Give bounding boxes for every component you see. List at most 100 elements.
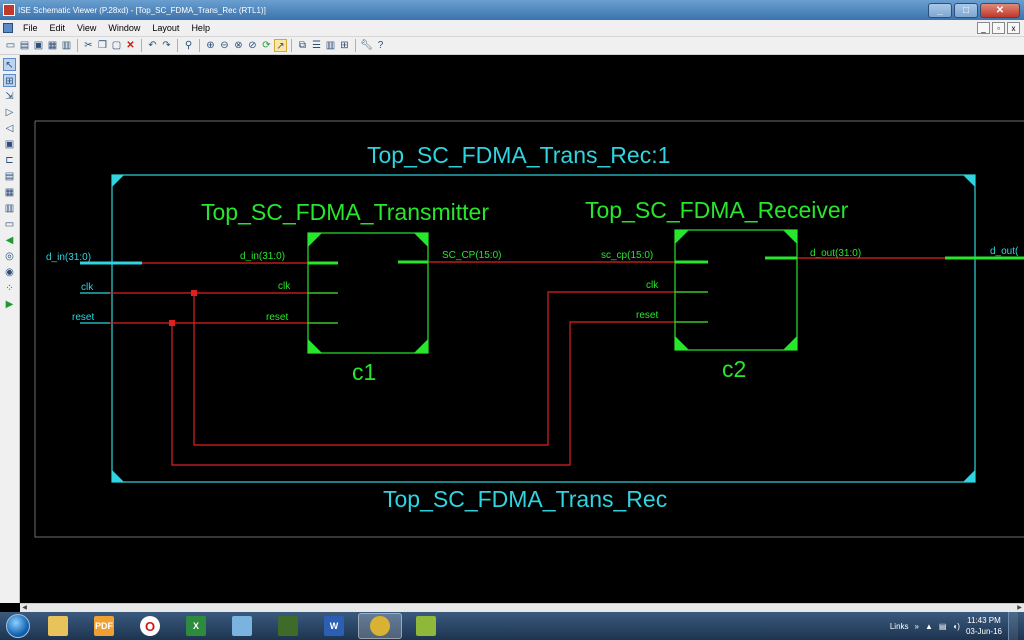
next-view-icon[interactable]: ◎	[5, 251, 14, 262]
save-icon[interactable]: ▣	[33, 40, 44, 51]
frame-corner	[963, 470, 975, 482]
doc-restore-button[interactable]: ▫	[992, 22, 1005, 34]
window-controls: _ □ ✕	[928, 2, 1020, 18]
select-arrow-icon[interactable]: ↖	[3, 58, 16, 71]
taskbar-app-pdf[interactable]: PDF	[82, 613, 126, 639]
clock[interactable]: 11:43 PM 03-Jun-16	[966, 615, 1002, 637]
doc-minimize-button[interactable]: _	[977, 22, 990, 34]
start-button[interactable]	[0, 612, 36, 640]
cut-icon[interactable]: ✂	[84, 40, 93, 51]
refresh-icon[interactable]: ⟳	[262, 40, 271, 51]
taskbar-app-media[interactable]	[358, 613, 402, 639]
close-button[interactable]: ✕	[980, 2, 1020, 18]
run-icon[interactable]: ▶	[5, 299, 14, 310]
transmitter-instance: c1	[352, 359, 376, 385]
tile-icon[interactable]: ⊞	[340, 40, 349, 51]
transmitter-block[interactable]	[307, 232, 429, 354]
receiver-block[interactable]	[674, 229, 798, 351]
schematic-drawing: Top_SC_FDMA_Trans_Rec:1 Top_SC_FDMA_Tran…	[34, 120, 1024, 538]
help-icon[interactable]: ?	[377, 40, 384, 51]
menu-view[interactable]: View	[77, 23, 97, 33]
zoom-box-icon[interactable]: ⊞	[3, 74, 16, 87]
add-net-icon[interactable]: ⊏	[5, 155, 14, 166]
menu-layout[interactable]: Layout	[152, 23, 180, 33]
zoom-full-icon[interactable]: ⊗	[234, 40, 243, 51]
print-icon[interactable]: ▥	[61, 40, 72, 51]
port-d-in-label[interactable]: d_in(31:0)	[46, 252, 91, 263]
volume-icon[interactable]: ◖)	[952, 621, 960, 631]
minimize-button[interactable]: _	[928, 2, 952, 18]
taskbar-app-ise[interactable]	[266, 613, 310, 639]
port-clk-label[interactable]: clk	[81, 282, 94, 293]
taskbar-app-word[interactable]: W	[312, 613, 356, 639]
menu-edit[interactable]: Edit	[49, 23, 66, 33]
receiver-instance: c2	[722, 356, 746, 382]
tray-chevron-icon[interactable]: »	[914, 621, 919, 631]
transmitter-pin-d-in: d_in(31:0)	[240, 251, 285, 262]
top-cell-frame[interactable]	[111, 174, 976, 483]
media-icon	[370, 616, 390, 636]
zoom-in-icon[interactable]: ⊕	[206, 40, 215, 51]
add-port-icon[interactable]: ▦	[4, 187, 15, 198]
paint-icon	[232, 616, 252, 636]
taskbar-app-folder[interactable]	[36, 613, 80, 639]
port-reset-label[interactable]: reset	[72, 312, 94, 323]
menu-help[interactable]: Help	[191, 23, 210, 33]
settings-icon[interactable]: 🔧︎	[360, 40, 373, 51]
find-icon[interactable]: ⚲	[184, 40, 193, 51]
network-icon[interactable]: ▤	[938, 621, 947, 631]
taskbar-app-paint[interactable]	[220, 613, 264, 639]
previous-view-icon[interactable]: ◀	[5, 235, 14, 246]
system-tray: Links » ▲ ▤ ◖) 11:43 PM 03-Jun-16	[890, 612, 1024, 640]
select-mode-icon[interactable]: ↗	[274, 39, 287, 52]
add-text-icon[interactable]: ▭	[4, 219, 15, 230]
scroll-left-icon[interactable]: ◀	[22, 605, 27, 611]
pop-up-icon[interactable]: ◁	[5, 123, 14, 134]
pdf-icon: PDF	[94, 616, 114, 636]
cascade-icon[interactable]: ⧉	[298, 40, 307, 51]
taskbar-app-impact[interactable]	[404, 613, 448, 639]
menu-bar: File Edit View Window Layout Help _ ▫ x	[0, 20, 1024, 37]
add-bus-icon[interactable]: ▤	[4, 171, 15, 182]
tray-links-label[interactable]: Links	[889, 621, 909, 631]
taskbar-app-opera[interactable]: O	[128, 613, 172, 639]
expand-icon[interactable]: ⇲	[5, 91, 14, 102]
taskbar-app-excel[interactable]: X	[174, 613, 218, 639]
undo-icon[interactable]: ↶	[148, 40, 157, 51]
tile-horizontal-icon[interactable]: ☰	[312, 40, 321, 51]
save-all-icon[interactable]: ▦	[47, 40, 58, 51]
zoom-selection-icon[interactable]: ⊘	[248, 40, 257, 51]
push-into-icon[interactable]: ▷	[5, 107, 14, 118]
history-icon[interactable]: ◉	[5, 267, 14, 278]
maximize-button[interactable]: □	[954, 2, 978, 18]
menu-window[interactable]: Window	[108, 23, 141, 33]
menu-file[interactable]: File	[23, 23, 38, 33]
paste-icon[interactable]: ▢	[111, 40, 122, 51]
toolbar-separator	[177, 39, 178, 52]
add-label-icon[interactable]: ▥	[4, 203, 15, 214]
open-icon[interactable]: ▤	[19, 40, 30, 51]
receiver-pin-sc-cp: sc_cp(15:0)	[601, 250, 653, 261]
show-hidden-icons-icon[interactable]: ▲	[924, 621, 933, 631]
toolbar-separator	[141, 39, 142, 52]
port-d-out-label[interactable]: d_out(	[990, 246, 1019, 257]
delete-icon[interactable]: ✕	[126, 40, 135, 51]
word-icon: W	[324, 616, 344, 636]
copy-icon[interactable]: ❐	[98, 40, 107, 51]
show-desktop-button[interactable]	[1008, 612, 1018, 640]
toolbar-separator	[291, 39, 292, 52]
scroll-right-icon[interactable]: ▶	[1017, 605, 1022, 611]
new-icon[interactable]: ▭	[5, 40, 16, 51]
document-icon[interactable]	[3, 23, 13, 33]
tile-vertical-icon[interactable]: ▥	[325, 40, 336, 51]
doc-close-button[interactable]: x	[1007, 22, 1020, 34]
horizontal-scrollbar[interactable]: ◀ ▶	[20, 603, 1024, 612]
toolbar-separator	[199, 39, 200, 52]
zoom-out-icon[interactable]: ⊖	[220, 40, 229, 51]
schematic-canvas[interactable]: Top_SC_FDMA_Trans_Rec:1 Top_SC_FDMA_Tran…	[20, 55, 1024, 603]
grid-icon[interactable]: ⁘	[5, 283, 14, 294]
sheet-border	[34, 120, 1024, 538]
redo-icon[interactable]: ↷	[162, 40, 171, 51]
receiver-pin-out: d_out(31:0)	[810, 248, 861, 259]
add-symbol-icon[interactable]: ▣	[4, 139, 15, 150]
